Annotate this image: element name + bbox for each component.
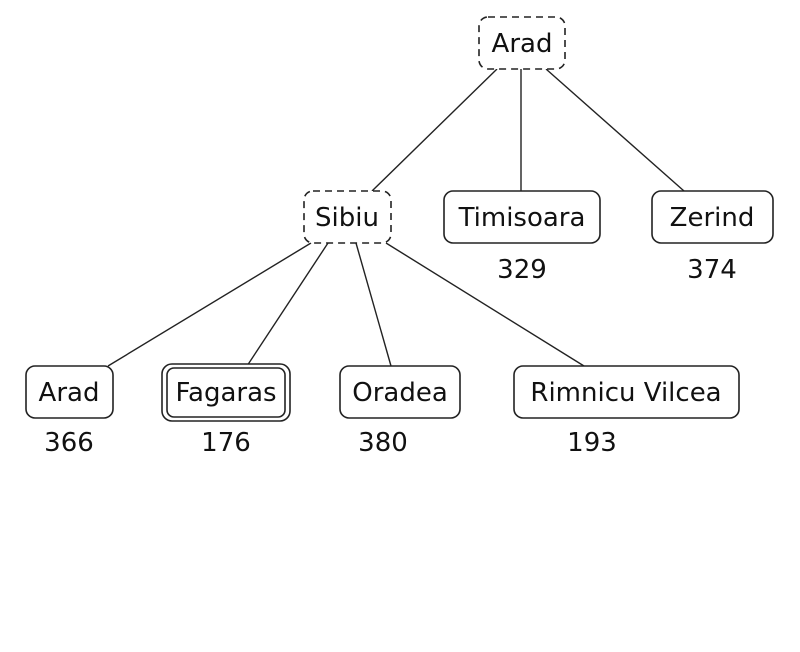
node-heuristic-value: 380 bbox=[358, 428, 408, 458]
edge-sibiu-fagaras bbox=[246, 242, 329, 367]
node-label: Arad bbox=[492, 29, 553, 59]
node-label: Oradea bbox=[352, 378, 448, 408]
node-box bbox=[478, 16, 566, 70]
node-label: Zerind bbox=[670, 203, 755, 233]
edge-sibiu-rimnicu-vilcea bbox=[385, 242, 585, 367]
tree-node-arad-leaf[interactable]: Arad 366 bbox=[25, 365, 114, 458]
node-heuristic-value: 329 bbox=[497, 255, 547, 285]
edge-root-sibiu bbox=[371, 68, 498, 192]
node-heuristic-value: 193 bbox=[567, 428, 617, 458]
node-label: Rimnicu Vilcea bbox=[530, 378, 721, 408]
node-label: Arad bbox=[39, 378, 100, 408]
node-heuristic-value: 374 bbox=[687, 255, 737, 285]
edge-root-zerind bbox=[545, 68, 685, 192]
tree-node-timisoara[interactable]: Timisoara 329 bbox=[443, 190, 601, 285]
node-label: Sibiu bbox=[315, 203, 379, 233]
node-box bbox=[303, 190, 392, 244]
tree-node-sibiu[interactable]: Sibiu bbox=[303, 190, 392, 244]
tree-node-root-arad[interactable]: Arad bbox=[478, 16, 566, 70]
tree-node-oradea[interactable]: Oradea 380 bbox=[339, 365, 461, 458]
tree-node-fagaras[interactable]: Fagaras 176 bbox=[161, 363, 291, 458]
node-heuristic-value: 176 bbox=[201, 428, 251, 458]
node-label: Timisoara bbox=[458, 203, 586, 233]
node-box bbox=[339, 365, 461, 419]
node-box bbox=[443, 190, 601, 244]
node-label: Fagaras bbox=[175, 378, 276, 408]
node-box bbox=[651, 190, 774, 244]
edge-sibiu-arad bbox=[107, 242, 312, 367]
node-box bbox=[25, 365, 114, 419]
tree-node-zerind[interactable]: Zerind 374 bbox=[651, 190, 774, 285]
edge-sibiu-oradea bbox=[355, 242, 392, 367]
tree-node-rimnicu-vilcea[interactable]: Rimnicu Vilcea 193 bbox=[513, 365, 740, 458]
node-box-inner bbox=[166, 367, 286, 418]
tree-edges bbox=[107, 68, 685, 367]
node-box bbox=[513, 365, 740, 419]
node-heuristic-value: 366 bbox=[44, 428, 94, 458]
